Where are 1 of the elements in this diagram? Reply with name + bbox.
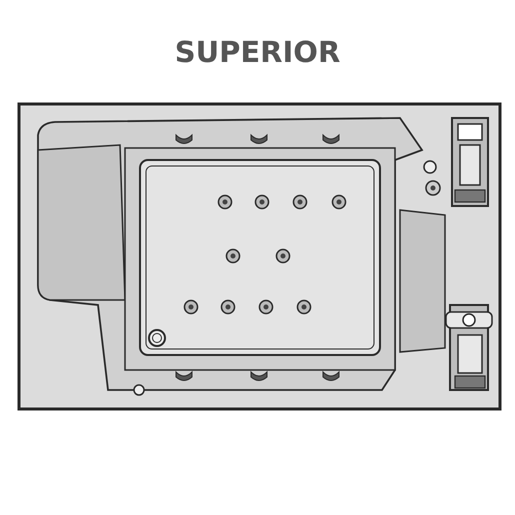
title: SUPERIOR [174, 34, 342, 71]
